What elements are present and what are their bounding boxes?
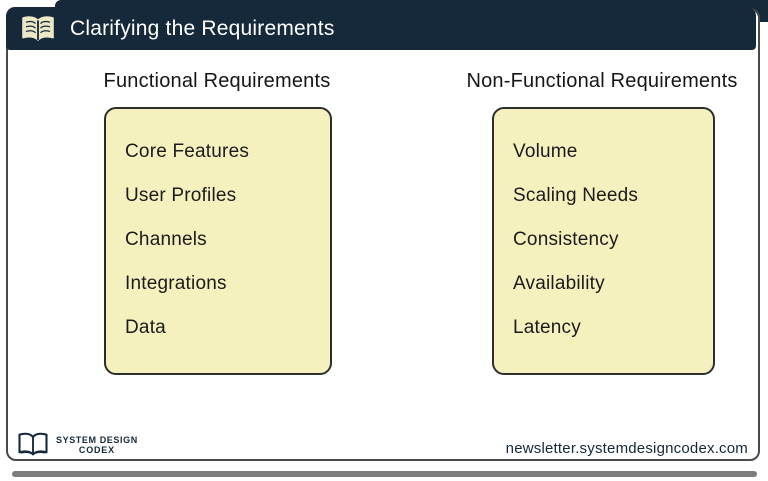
brand-logo: SYSTEM DESIGN CODEX bbox=[16, 431, 138, 458]
functional-requirements-box: Core Features User Profiles Channels Int… bbox=[104, 107, 332, 375]
brand-name: SYSTEM DESIGN CODEX bbox=[56, 435, 138, 455]
brand-line1: SYSTEM DESIGN bbox=[56, 434, 138, 445]
page-title: Clarifying the Requirements bbox=[70, 16, 335, 40]
list-item: Data bbox=[125, 317, 166, 338]
list-item: Scaling Needs bbox=[513, 185, 639, 206]
open-book-icon bbox=[22, 15, 54, 41]
card-drop-shadow bbox=[12, 471, 757, 477]
non-functional-items-list: Volume Scaling Needs Consistency Availab… bbox=[513, 142, 703, 337]
title-bar: Clarifying the Requirements bbox=[6, 7, 756, 50]
list-item: Channels bbox=[125, 229, 207, 250]
list-item: Consistency bbox=[513, 229, 619, 250]
list-item: Volume bbox=[513, 141, 578, 162]
list-item: Core Features bbox=[125, 141, 250, 162]
open-book-logo-icon bbox=[18, 432, 48, 456]
newsletter-url: newsletter.systemdesigncodex.com bbox=[505, 440, 748, 457]
list-item: Integrations bbox=[125, 273, 227, 294]
non-functional-heading: Non-Functional Requirements bbox=[466, 70, 738, 92]
list-item: Latency bbox=[513, 317, 581, 338]
non-functional-requirements-box: Volume Scaling Needs Consistency Availab… bbox=[492, 107, 715, 375]
functional-heading: Functional Requirements bbox=[103, 70, 331, 92]
functional-items-list: Core Features User Profiles Channels Int… bbox=[125, 142, 320, 337]
list-item: User Profiles bbox=[125, 185, 237, 206]
brand-line2: CODEX bbox=[78, 444, 115, 455]
list-item: Availability bbox=[513, 273, 605, 294]
